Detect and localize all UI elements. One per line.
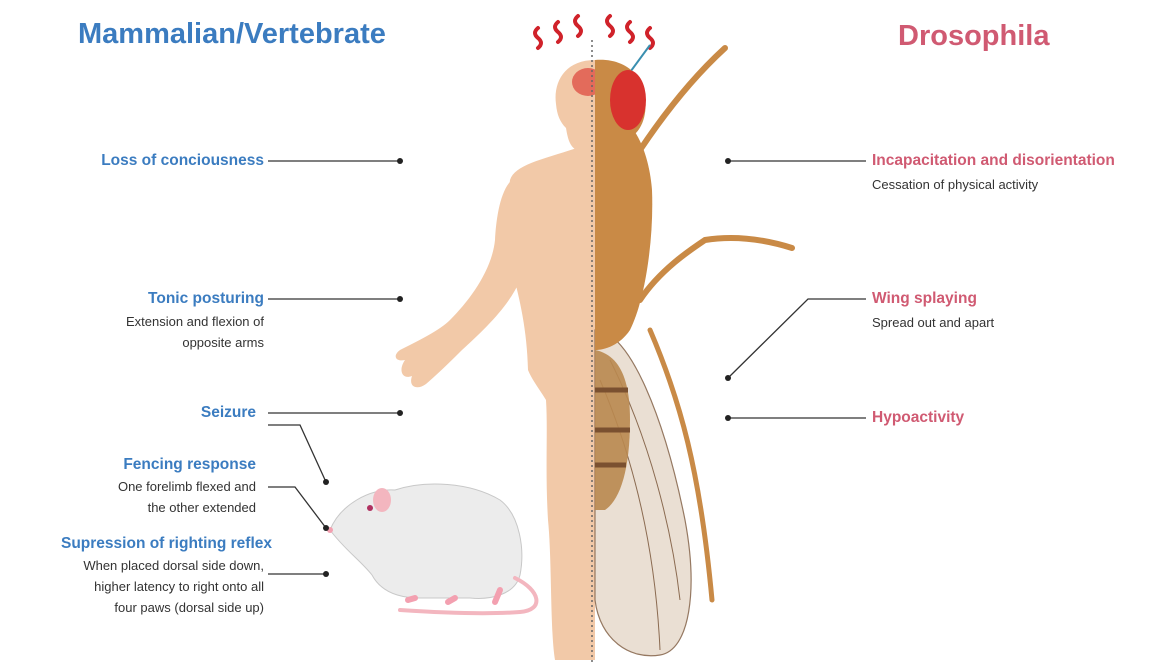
drosophila-figure bbox=[595, 45, 792, 656]
label-loss-of-consciousness: Loss of conciousness bbox=[101, 152, 264, 170]
desc-incapacitation: Cessation of physical activity bbox=[872, 174, 1038, 195]
desc-righting-line-3: four paws (dorsal side up) bbox=[83, 597, 264, 618]
rat-figure bbox=[327, 484, 536, 613]
desc-tonic-line-1: Extension and flexion of bbox=[126, 311, 264, 332]
label-incapacitation: Incapacitation and disorientation bbox=[872, 152, 1115, 170]
desc-righting-reflex: When placed dorsal side down, higher lat… bbox=[83, 555, 264, 618]
label-seizure: Seizure bbox=[201, 404, 256, 422]
desc-righting-line-1: When placed dorsal side down, bbox=[83, 555, 264, 576]
label-hypoactivity: Hypoactivity bbox=[872, 409, 964, 427]
desc-righting-line-2: higher latency to right onto all bbox=[83, 576, 264, 597]
label-fencing-response: Fencing response bbox=[123, 456, 256, 474]
desc-wing-splaying: Spread out and apart bbox=[872, 312, 994, 333]
desc-fencing-response: One forelimb flexed and the other extend… bbox=[118, 476, 256, 518]
desc-tonic-posturing: Extension and flexion of opposite arms bbox=[126, 311, 264, 353]
impact-squiggles-icon bbox=[535, 16, 653, 48]
right-connectors bbox=[725, 158, 866, 421]
label-righting-reflex: Supression of righting reflex bbox=[61, 535, 272, 553]
label-wing-splaying: Wing splaying bbox=[872, 290, 977, 308]
desc-fencing-line-1: One forelimb flexed and bbox=[118, 476, 256, 497]
desc-tonic-line-2: opposite arms bbox=[126, 332, 264, 353]
desc-fencing-line-2: the other extended bbox=[118, 497, 256, 518]
label-tonic-posturing: Tonic posturing bbox=[148, 290, 264, 308]
